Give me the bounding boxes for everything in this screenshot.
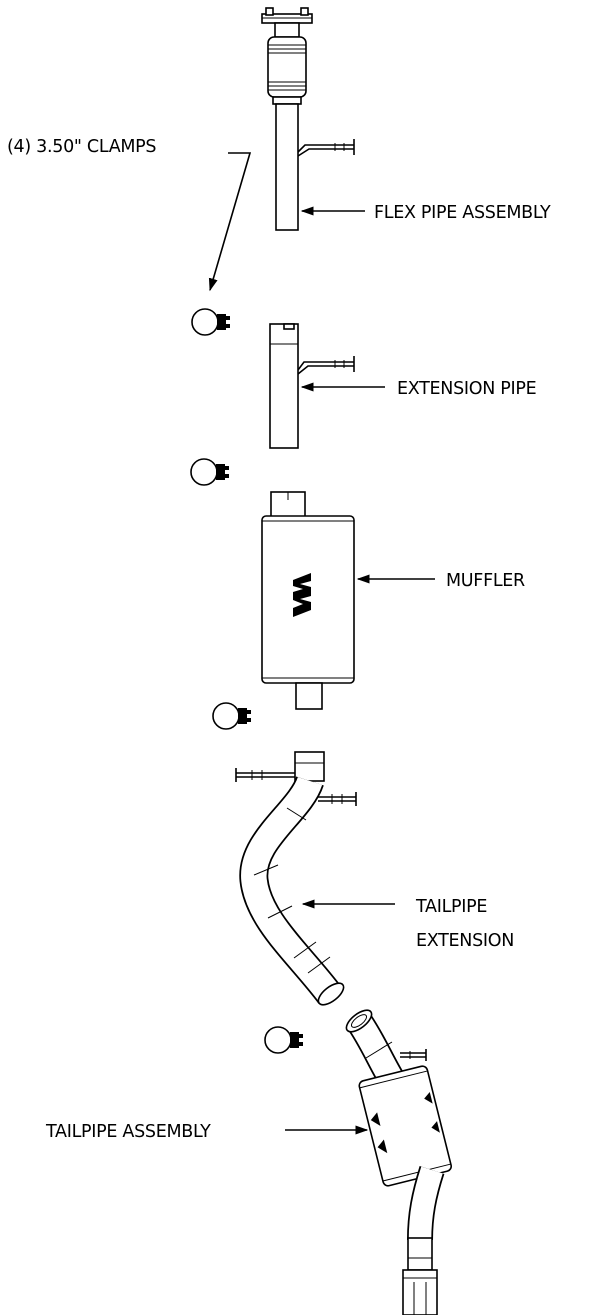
clamp-3-icon: [212, 702, 251, 730]
muffler: [261, 491, 355, 710]
tailpipe-assembly: [345, 1009, 453, 1315]
clamp-4-icon: [264, 1026, 303, 1054]
tailpipe-extension: [235, 751, 357, 1006]
flex-pipe-assembly: [261, 7, 355, 231]
flex-pipe-label: FLEX PIPE ASSEMBLY: [374, 203, 551, 223]
muffler-label: MUFFLER: [446, 571, 525, 591]
tailpipe-extension-label-line2: EXTENSION: [416, 931, 514, 951]
brand-logo-icon: [293, 573, 311, 617]
clamp-1-icon: [191, 308, 230, 336]
extension-pipe-label: EXTENSION PIPE: [397, 379, 536, 399]
tailpipe-assembly-label: TAILPIPE ASSEMBLY: [45, 1122, 211, 1142]
clamps-leader: [208, 152, 252, 292]
tailpipe-extension-label-line1: TAILPIPE: [415, 897, 487, 917]
clamps-label: (4) 3.50" CLAMPS: [7, 137, 156, 157]
clamp-2-icon: [190, 458, 229, 486]
extension-pipe: [269, 323, 355, 449]
